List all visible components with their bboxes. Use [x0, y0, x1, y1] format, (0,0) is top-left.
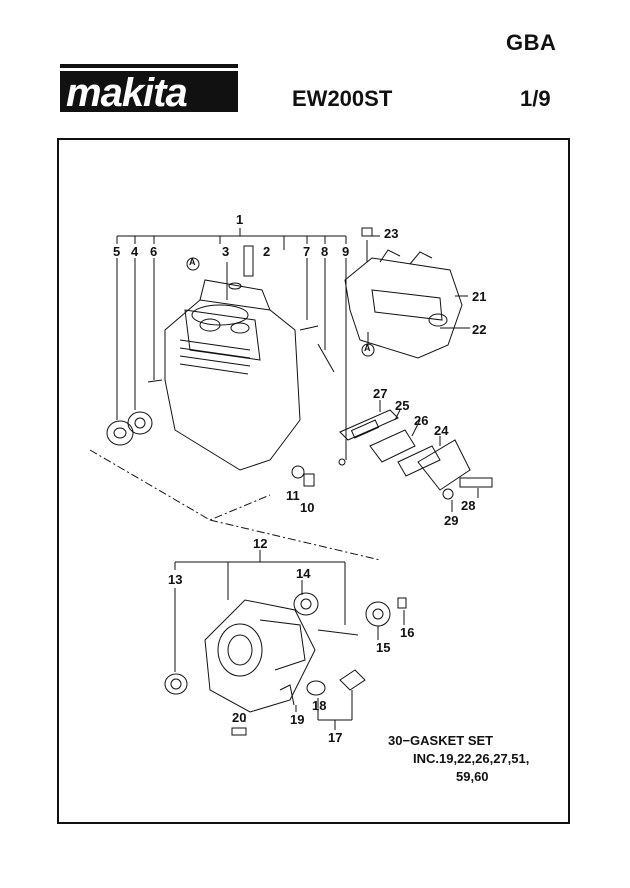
gasket-set-title: 30−GASKET SET	[388, 733, 494, 748]
model-number: EW200ST	[292, 86, 393, 111]
callout-12: 12	[253, 536, 268, 551]
callout-29: 29	[444, 513, 459, 528]
region-code: GBA	[506, 30, 557, 55]
page-number: 1/9	[520, 86, 551, 111]
callout-9: 9	[342, 244, 350, 259]
gasket-set-includes-cont: 59,60	[456, 769, 489, 784]
callout-2: 2	[263, 244, 271, 259]
callout-13: 13	[168, 572, 183, 587]
callout-6: 6	[150, 244, 158, 259]
callout-25: 25	[395, 398, 410, 413]
callout-20: 20	[232, 710, 247, 725]
callout-15: 15	[376, 640, 391, 655]
callout-26: 26	[414, 413, 429, 428]
callout-21: 21	[472, 289, 487, 304]
callout-1: 1	[236, 212, 244, 227]
callout-27: 27	[373, 386, 388, 401]
makita-logo: makita	[60, 64, 238, 112]
gasket-set-includes: INC.19,22,26,27,51,	[413, 751, 530, 766]
callout-18: 18	[312, 698, 327, 713]
callout-28: 28	[461, 498, 476, 513]
callout-10: 10	[300, 500, 315, 515]
callout-11: 11	[286, 488, 300, 503]
callout-23: 23	[384, 226, 399, 241]
callout-16: 16	[400, 625, 415, 640]
svg-text:makita: makita	[66, 71, 187, 112]
exploded-parts-diagram	[89, 227, 493, 736]
callout-14: 14	[296, 566, 311, 581]
callout-3: 3	[222, 244, 230, 259]
callout-22: 22	[472, 322, 487, 337]
marker-a-lower: A	[364, 343, 371, 353]
callout-19: 19	[290, 712, 305, 727]
callout-8: 8	[321, 244, 329, 259]
callout-24: 24	[434, 423, 449, 438]
diagram-frame	[57, 138, 570, 824]
callout-4: 4	[131, 244, 139, 259]
callout-7: 7	[303, 244, 311, 259]
callout-5: 5	[113, 244, 121, 259]
marker-a-upper: A	[189, 257, 196, 267]
callout-17: 17	[328, 730, 343, 745]
